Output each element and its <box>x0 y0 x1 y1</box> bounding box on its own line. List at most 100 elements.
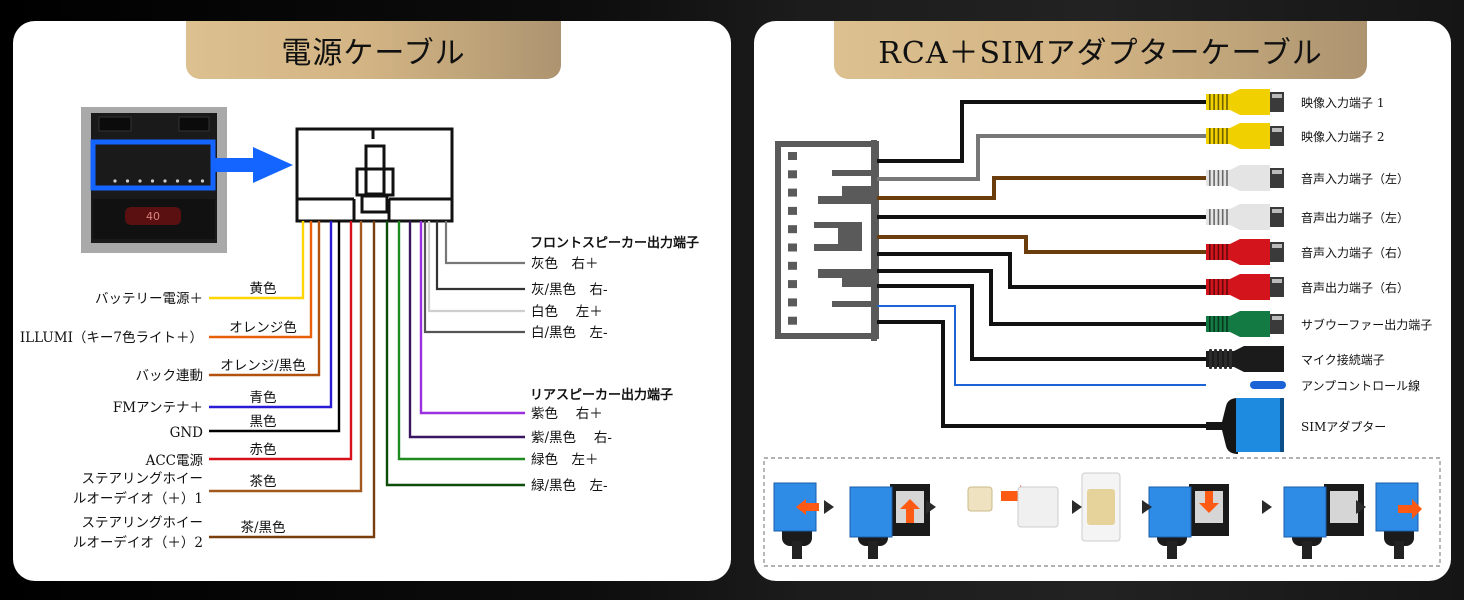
plug-tip-shine <box>1272 170 1282 174</box>
cable-wire <box>877 284 1206 361</box>
wire-line <box>209 221 376 539</box>
wire-color-label: 茶色 <box>250 473 277 490</box>
fuse-icon <box>125 207 181 225</box>
plug-ridge <box>1209 349 1212 369</box>
connector-pin <box>788 261 797 270</box>
cable-wire <box>877 269 1206 326</box>
plug-ridge <box>1226 170 1228 186</box>
front-speaker-wire-2: 灰/黒色 右- <box>435 221 608 298</box>
cable-wire <box>877 305 1206 386</box>
plug-ridge <box>1209 170 1211 186</box>
adapter-cover-open <box>849 486 893 538</box>
plug-body <box>1230 204 1270 230</box>
wire-line <box>209 221 353 461</box>
socket-pin <box>138 179 142 183</box>
arrow-right-icon <box>253 147 293 183</box>
plug-tip-shine <box>1272 244 1282 248</box>
plug-ridge <box>1213 209 1215 225</box>
plug-ridge <box>1213 94 1215 110</box>
adapter-cable <box>1302 541 1312 559</box>
plug-ridge <box>1213 316 1215 332</box>
sim-step-close-adapter <box>773 482 819 559</box>
sim-adapter-edge <box>1280 398 1284 452</box>
sim-slot-metal <box>1330 491 1358 523</box>
orange-arrow-shaft <box>906 507 914 523</box>
orange-arrow-shaft <box>1398 505 1412 513</box>
rca-line-1: 映像入力端子 1 <box>877 89 1384 163</box>
plug-ridge <box>1209 209 1211 225</box>
wire-line <box>423 221 525 334</box>
socket-pin <box>200 179 205 183</box>
cable-wire <box>877 235 1206 254</box>
sim-steps-border <box>763 457 1441 567</box>
adapter-cover-open <box>1283 486 1327 538</box>
connector-rib <box>832 170 874 176</box>
step-arrow-icon <box>1142 500 1152 514</box>
sim-step-sim-card <box>1081 472 1121 542</box>
plug-ridge <box>1221 170 1224 186</box>
connector-label: サブウーファー出力端子 <box>1301 317 1432 332</box>
rca-connector-edge <box>871 140 877 341</box>
plug-ridge <box>1217 209 1220 225</box>
cable-wire <box>877 176 1206 200</box>
orange-arrow-down-icon <box>1199 503 1219 513</box>
rca-sim-cable-title: RCA＋SIMアダプターケーブル <box>834 21 1367 79</box>
connector-pin <box>788 188 797 197</box>
plug-ridge <box>1226 316 1228 332</box>
rear-speaker-wire-1: 紫色 右＋ <box>419 221 603 422</box>
step-arrow-icon <box>824 500 834 514</box>
cable-wire <box>877 252 1206 289</box>
wire-line <box>385 221 525 487</box>
socket-latch-left <box>98 116 132 132</box>
step-arrow-icon <box>1072 500 1082 514</box>
plug-ridge <box>1214 349 1217 369</box>
wire-line <box>444 221 525 265</box>
speaker-wire-label: 紫色 右＋ <box>531 405 603 422</box>
rear-speaker-heading: リアスピーカー出力端子 <box>530 387 673 403</box>
rca-line-8: マイク接続端子 <box>877 284 1385 372</box>
socket-latch-right <box>178 116 210 132</box>
plug-ridge <box>1229 349 1232 369</box>
plug-ridge <box>1217 244 1220 260</box>
plug-tip-shine <box>1272 94 1282 98</box>
adapter-cable <box>868 541 878 559</box>
wire-line <box>209 221 313 339</box>
orange-arrow-shaft <box>805 503 819 511</box>
plug-tip-shine <box>1272 209 1282 213</box>
sim-steps-box <box>763 457 1441 567</box>
speaker-wire-label: 白/黒色 左- <box>531 324 608 341</box>
plug-ridge <box>1213 279 1215 295</box>
plug-ridge <box>1213 244 1215 260</box>
rca-line-2: 映像入力端子 2 <box>877 123 1384 181</box>
wire-color-label: オレンジ/黒色 <box>220 357 306 374</box>
connector-key-bottom <box>818 269 874 287</box>
plug-ridge <box>1217 170 1220 186</box>
socket-pin <box>163 179 167 183</box>
connector-label: 映像入力端子 2 <box>1301 130 1384 144</box>
cable-wire <box>877 100 1206 163</box>
orange-arrow-shaft <box>1001 491 1021 501</box>
plug-ridge <box>1221 94 1224 110</box>
wire-line <box>397 221 525 461</box>
connector-label: 映像入力端子 1 <box>1301 96 1384 110</box>
sim-chip-icon <box>967 486 993 512</box>
plug-ridge <box>1217 94 1220 110</box>
rca-connector <box>775 140 879 341</box>
connector-pin <box>788 225 797 234</box>
connector-pin <box>788 206 797 215</box>
plug-ridge <box>1221 128 1224 144</box>
front-speaker-wire-4: 白/黒色 左- <box>423 221 608 341</box>
amp-wire-tip <box>1250 381 1286 389</box>
plug-ridge <box>1226 128 1228 144</box>
connector-key-top <box>818 186 874 204</box>
sim-step-open-cover <box>849 484 930 559</box>
socket-pin <box>125 179 130 183</box>
plug-body <box>1234 346 1284 372</box>
